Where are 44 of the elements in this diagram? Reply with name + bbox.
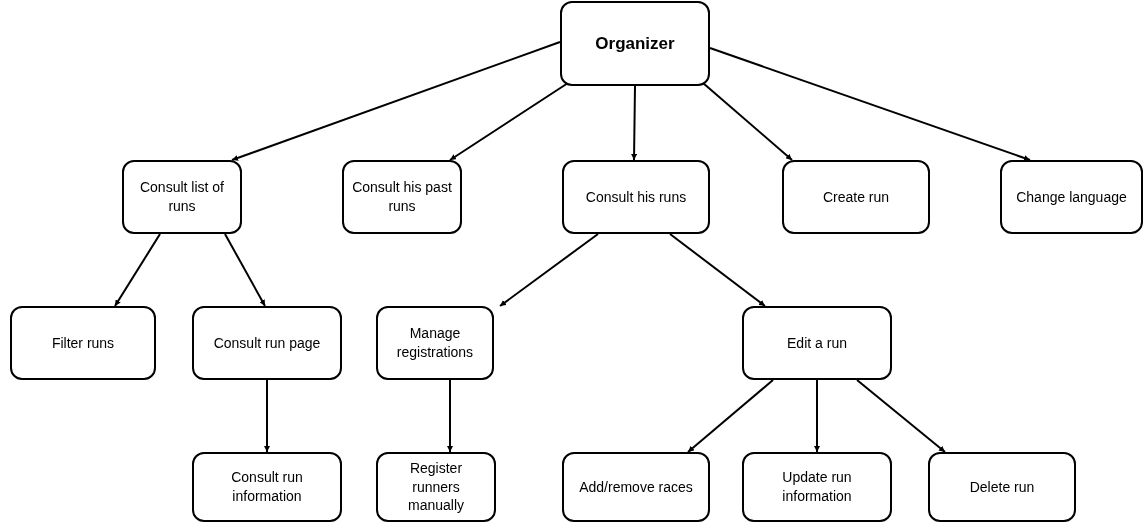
process-box [782, 160, 930, 234]
process-box [192, 306, 342, 380]
box-label: Change language [1016, 187, 1127, 207]
box-label: Create run [822, 187, 890, 207]
box-label: Update run information [781, 468, 853, 506]
process-box [742, 306, 892, 380]
box-label: Consult run page [213, 333, 321, 353]
arrow [264, 379, 270, 453]
process-box [1000, 160, 1143, 234]
box-label: Manage registrations [395, 324, 475, 362]
box-label: Filter runs [51, 333, 115, 353]
box-label: Consult his past runs [352, 178, 452, 216]
box-label: Consult run information [230, 468, 304, 506]
process-box [376, 452, 496, 522]
process-box [122, 160, 242, 234]
box-label: Edit a run [787, 333, 847, 353]
box-label: Consult his runs [585, 187, 687, 207]
box-label: Register runners manually [407, 458, 465, 516]
process-box [376, 306, 494, 380]
box-label: Add/remove races [579, 477, 693, 497]
process-box [562, 452, 710, 522]
arrow [447, 379, 453, 453]
process-box [742, 452, 892, 522]
arrow [114, 233, 161, 307]
process-box [192, 452, 342, 522]
process-box [10, 306, 156, 380]
box-label: Delete run [969, 477, 1035, 497]
arrow [702, 82, 793, 161]
arrow [709, 47, 1031, 161]
process-box [560, 1, 710, 86]
arrow [856, 379, 946, 453]
arrow [231, 41, 561, 161]
arrow [814, 379, 820, 453]
process-box [342, 160, 462, 234]
box-label: Consult list of runs [138, 178, 225, 216]
arrow [499, 233, 599, 307]
arrow [449, 82, 569, 161]
process-box [562, 160, 710, 234]
arrow [224, 233, 266, 307]
arrow [669, 233, 766, 307]
process-box [928, 452, 1076, 522]
box-label: Organizer [595, 32, 675, 55]
arrow [687, 379, 774, 453]
arrow [631, 85, 638, 161]
